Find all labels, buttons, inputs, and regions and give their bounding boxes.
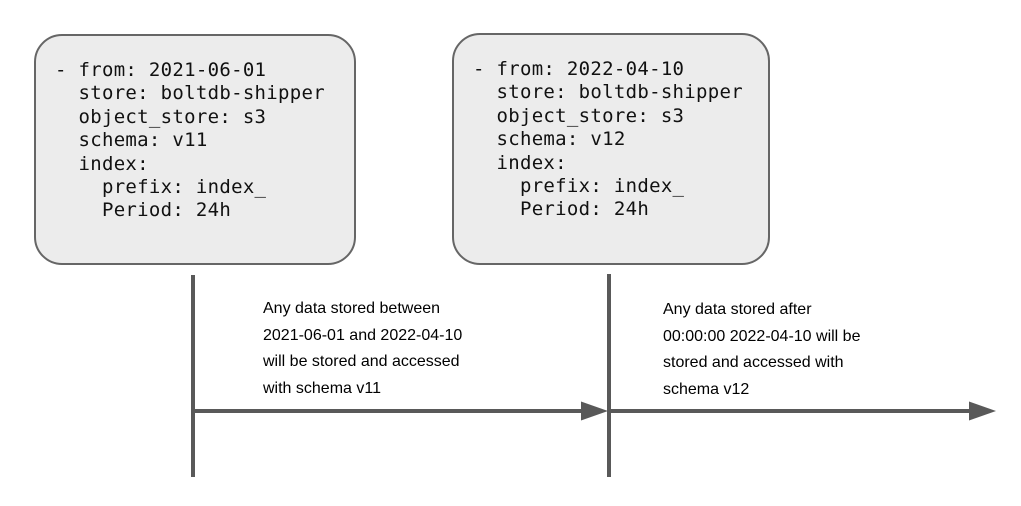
config-box-v12: - from: 2022-04-10 store: boltdb-shipper… (452, 33, 770, 265)
config-code-v11: - from: 2021-06-01 store: boltdb-shipper… (55, 59, 325, 222)
arrow-v12-head-icon (969, 401, 996, 421)
annotation-v12: Any data stored after 00:00:00 2022-04-1… (663, 301, 861, 398)
annotation-v11: Any data stored between 2021-06-01 and 2… (263, 300, 463, 397)
config-box-v11: - from: 2021-06-01 store: boltdb-shipper… (34, 34, 356, 265)
config-code-v12: - from: 2022-04-10 store: boltdb-shipper… (473, 58, 743, 221)
arrow-v11-head-icon (581, 401, 608, 421)
